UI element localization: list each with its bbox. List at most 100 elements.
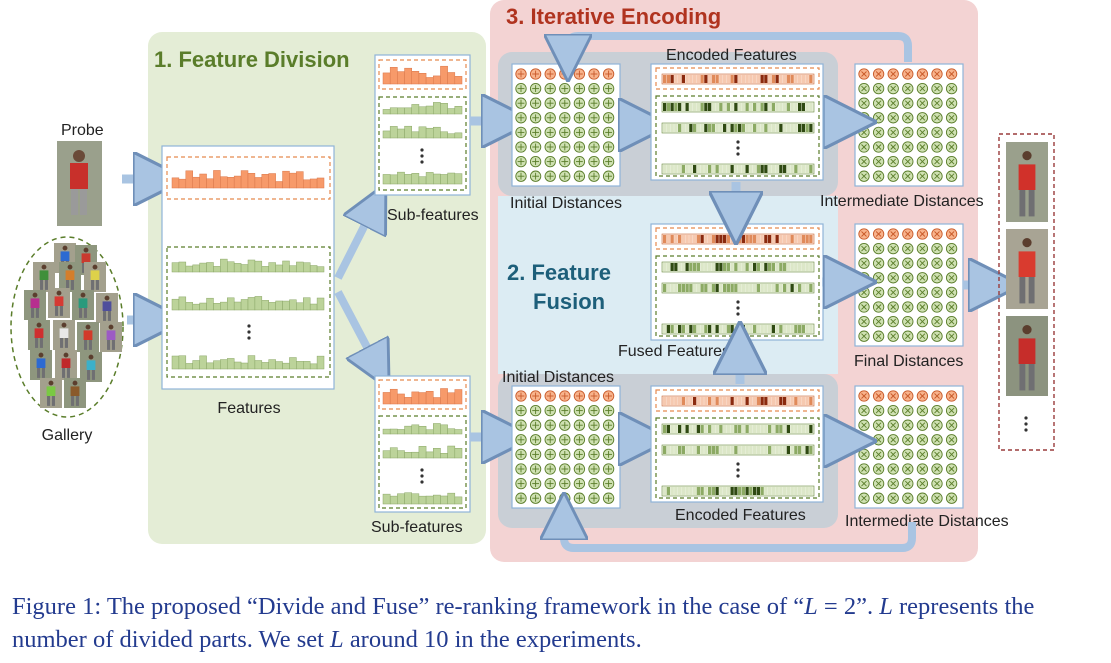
barcode-cell [719,446,723,454]
barcode-cell [726,103,730,111]
histogram-bar [192,303,200,311]
ellipsis-dot [420,160,424,164]
barcode-cell [760,446,764,454]
person-head [108,324,114,330]
barcode-cell [693,487,697,495]
matrix-cell-mark [934,85,940,92]
intermediate-distances-label-bottom: Intermediate Distances [845,513,1009,530]
barcode-cell [771,284,775,292]
barcode-cell [704,284,708,292]
barcode-cell [663,425,667,433]
barcode-cell [801,487,805,495]
probe-feature-frame [166,156,331,200]
barcode-cell [738,103,742,111]
barcode-cell [760,103,764,111]
barcode-cell [764,124,768,132]
person-torso [59,328,69,338]
person-leg [44,280,48,290]
caption-text-1: Figure 1: The proposed “Divide and Fuse”… [12,593,805,620]
barcode-cell [704,487,708,495]
barcode-cell [745,446,749,454]
matrix-cell-mark [934,333,940,340]
matrix-cell-mark [948,260,955,267]
barcode-cell [734,397,738,405]
matrix-cell-mark [861,158,867,165]
barcode-cell [674,487,678,495]
histogram-bar [454,132,463,139]
barcode-cell [693,425,697,433]
matrix-cell-mark [948,436,955,443]
barcode-cell [756,263,760,271]
barcode-cell [760,284,764,292]
person-torso [1018,164,1036,190]
barcode-cell [708,124,712,132]
matrix-cell-mark [919,144,926,150]
barcode-cell [801,263,805,271]
histogram-bar [268,173,276,189]
barcode-cell [741,124,745,132]
matrix-cell-mark [934,144,940,150]
barcode-cell [790,425,794,433]
barcode-cell [681,325,685,333]
barcode-cell [693,446,697,454]
barcode-cell [775,263,779,271]
histogram-bar [185,302,193,311]
barcode-cell [696,446,700,454]
barcode-cell [790,397,794,405]
barcode-cell [674,325,678,333]
barcode-cell [666,103,670,111]
barcode-cell [794,75,798,83]
person-leg [51,396,55,406]
histogram-bar [282,170,290,189]
matrix-cell-mark [948,289,955,296]
ellipsis-dot [736,474,740,478]
barcode-cell [723,263,727,271]
histogram-bar [404,125,412,139]
matrix-cell-mark [861,407,867,414]
histogram-bar [447,428,456,435]
matrix-cell-mark [875,466,882,472]
barcode-cell [723,487,727,495]
barcode-cell [741,235,745,243]
person-leg [79,308,83,318]
encoded-features-label-top: Encoded Features [666,47,797,64]
histogram-bar [289,172,297,189]
histogram-bar [227,261,235,273]
matrix-cell-mark [904,114,911,121]
barcode-cell [719,425,723,433]
histogram-bar [425,451,434,459]
histogram-bar [206,362,214,370]
barcode-cell [738,446,742,454]
matrix-cell-mark [890,158,897,165]
histogram-bar [185,265,193,273]
barcode-cell [768,397,772,405]
histogram-bar [178,355,187,370]
barcode-cell [745,235,749,243]
person-leg [35,308,39,318]
barcode-cell [771,263,775,271]
fused-probe-frame [655,227,820,250]
histogram-bar [296,171,304,189]
barcode-cell [798,103,802,111]
matrix-cell-mark [919,407,926,414]
person-leg [107,311,111,321]
barcode-cell [678,487,682,495]
barcode-cell [779,103,783,111]
histogram-bar [309,363,318,370]
barcode-cell [708,235,712,243]
histogram-bar [433,494,441,505]
barcode-cell [805,263,809,271]
histogram-bar [411,391,420,405]
barcode-cell [730,263,734,271]
histogram-bar [418,392,427,405]
person-torso [86,360,96,370]
matrix-cell-mark [875,231,882,237]
barcode-cell [738,124,742,132]
barcode-cell [704,397,708,405]
barcode-cell [738,284,742,292]
initial-distances-matrix-bottom [511,385,621,509]
barcode-cell [711,446,715,454]
barcode-cell [756,446,760,454]
matrix-cell-mark [948,245,955,252]
barcode-cell [786,325,790,333]
